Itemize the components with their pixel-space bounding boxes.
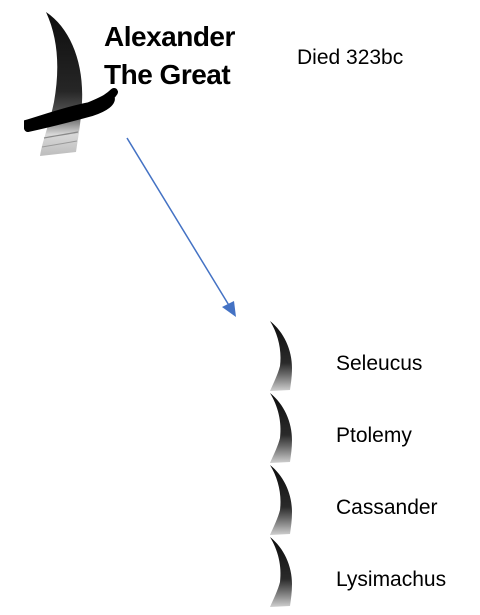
heir-name: Seleucus: [336, 352, 422, 376]
list-item: Seleucus: [0, 320, 480, 396]
heir-name: Lysimachus: [336, 568, 446, 592]
list-item: Lysimachus: [0, 536, 480, 612]
heir-name: Cassander: [336, 496, 438, 520]
list-item: Cassander: [0, 464, 480, 540]
horn-icon: [262, 392, 302, 464]
horn-icon: [262, 464, 302, 536]
list-item: Ptolemy: [0, 392, 480, 468]
horn-icon: [262, 536, 302, 608]
heir-name: Ptolemy: [336, 424, 412, 448]
horn-icon: [262, 320, 302, 392]
